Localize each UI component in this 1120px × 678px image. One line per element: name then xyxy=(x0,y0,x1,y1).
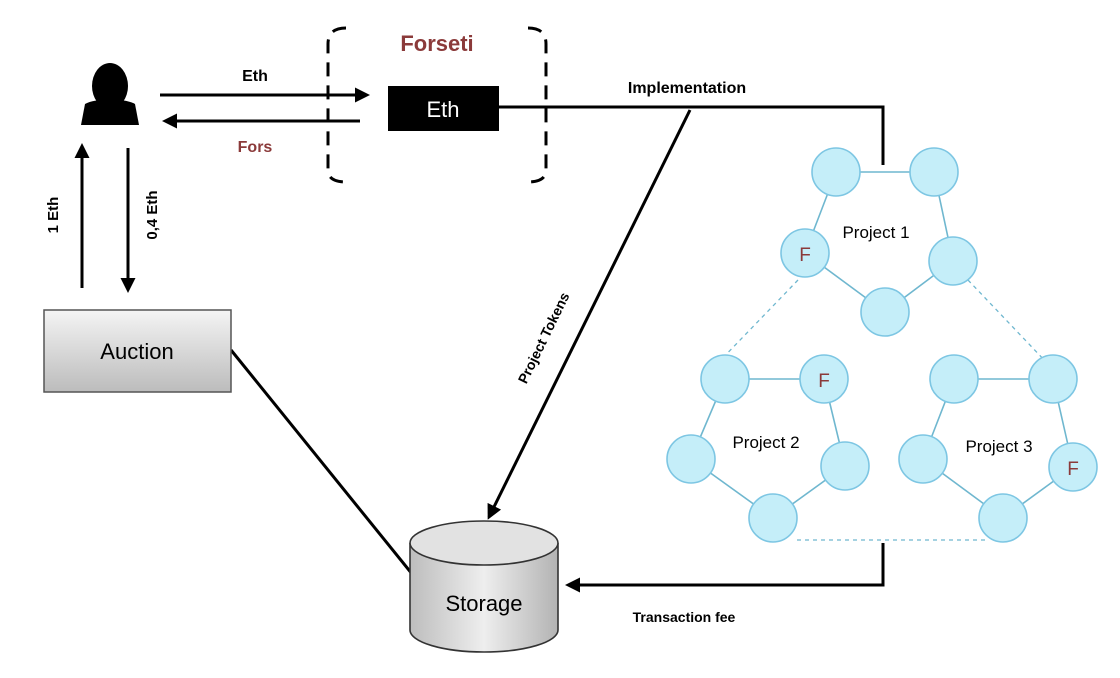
send-eth-label: 1 Eth xyxy=(45,197,62,234)
arrow-fors-label: Fors xyxy=(238,139,273,156)
dashed-link-p1-p2 xyxy=(716,279,799,365)
auction-box xyxy=(43,309,232,393)
storage-cylinder-icon xyxy=(409,520,559,653)
forseti-bracket-left xyxy=(326,26,347,184)
transaction-fee-label: Transaction fee xyxy=(633,609,736,625)
dashed-link-p1-p3 xyxy=(967,279,1049,365)
transaction-fee-arrow xyxy=(565,543,885,593)
project-1-network xyxy=(780,147,978,337)
forseti-bracket-right xyxy=(527,26,548,184)
auction-to-storage-line xyxy=(229,349,423,586)
arrow-eth-label: Eth xyxy=(242,68,268,85)
project-2-network xyxy=(666,354,870,543)
project-3-label: Project 3 xyxy=(965,437,1032,456)
project-2-marker: F xyxy=(818,371,830,392)
implementation-label: Implementation xyxy=(628,80,746,97)
project-3-marker: F xyxy=(1067,459,1079,480)
project-tokens-arrow xyxy=(487,109,692,520)
user-icon xyxy=(81,63,139,125)
project-3-network xyxy=(898,354,1098,543)
forseti-title: Forseti xyxy=(400,31,473,56)
eth-box-label: Eth xyxy=(426,97,459,122)
project-tokens-label: Project Tokens xyxy=(515,289,573,385)
auction-label: Auction xyxy=(100,339,173,364)
project-1-label: Project 1 xyxy=(842,223,909,242)
eth-box xyxy=(388,86,499,131)
project-1-marker: F xyxy=(799,245,811,266)
storage-label: Storage xyxy=(445,591,522,616)
implementation-line xyxy=(499,105,885,165)
project-2-label: Project 2 xyxy=(732,433,799,452)
return-eth-label: 0,4 Eth xyxy=(144,190,161,239)
